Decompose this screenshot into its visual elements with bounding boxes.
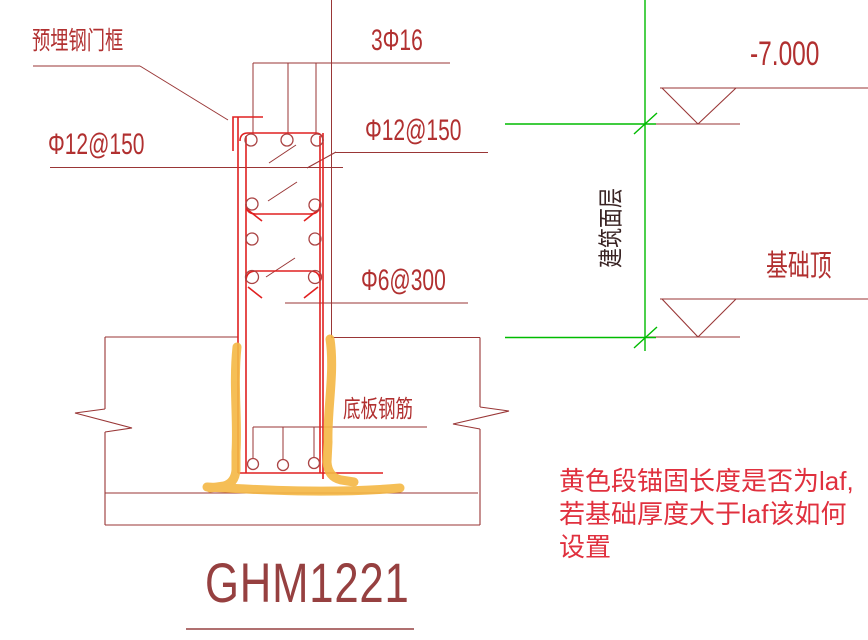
rebar-circle: [308, 198, 322, 212]
rebar-slash-3: [265, 257, 296, 278]
rebar-slash-1: [268, 144, 297, 164]
elevation-top-triangle-left: [661, 87, 699, 125]
break-symbol-left: [74, 408, 133, 433]
elevation-symbol-top: [648, 87, 868, 125]
drawing-title: GHM1221: [205, 551, 410, 614]
datum-lines: [505, 0, 658, 351]
rebar-circle: [245, 232, 259, 246]
column-outline: [232, 116, 383, 479]
rebar-right-leader-tick: [306, 151, 337, 169]
rebar-circle: [245, 197, 259, 211]
label-wall-rebar-left: Φ12@150: [48, 128, 145, 161]
yellow-highlight-anchorage: [202, 334, 405, 496]
rebar-circle: [244, 133, 258, 147]
stirrup-tail-1: [247, 209, 263, 222]
stirrup-hook-lower: [245, 270, 321, 282]
rebar-circle: [308, 232, 322, 246]
label-embedded-door-frame: 预埋钢门框: [32, 27, 124, 55]
question-line-3: 设置: [559, 532, 612, 562]
highlight-right-leg: [322, 334, 359, 487]
label-bottom-slab-rebar: 底板钢筋: [343, 396, 414, 423]
label-floor-finish-layer: 建筑面层: [597, 187, 626, 269]
rebar-circle: [307, 269, 323, 285]
stirrup-tail-2: [303, 209, 319, 222]
highlight-left-leg: [205, 342, 242, 493]
elevation-symbol-bottom: [648, 298, 868, 338]
elevation-bottom-triangle-right: [697, 298, 737, 338]
label-stirrups: Φ6@300: [361, 264, 446, 297]
rebar-circle: [276, 458, 290, 472]
rebar-circle: [244, 269, 260, 285]
rebar-circle: [280, 133, 294, 147]
label-floor-elevation-value: -7.000: [750, 35, 820, 73]
leader-lines: [33, 0, 488, 459]
rebar-circle: [307, 456, 321, 470]
rebar-slash-2: [267, 181, 298, 202]
rebar-circle: [310, 133, 324, 147]
datum-tick-bottom: [633, 326, 658, 349]
elevation-top-triangle-right: [697, 87, 737, 125]
label-top-bars: 3Φ16: [371, 24, 423, 57]
embedded-door-frame-angle: [232, 116, 263, 151]
label-wall-rebar-right: Φ12@150: [365, 114, 462, 147]
question-annotation: 黄色段锚固长度是否为laf, 若基础厚度大于laf该如何 设置: [559, 465, 864, 564]
stirrup-tail-3: [247, 286, 263, 299]
question-line-1: 黄色段锚固长度是否为laf,: [559, 466, 854, 496]
datum-tick-top: [633, 112, 658, 135]
stirrup-tail-4: [303, 286, 319, 299]
foundation-lines: [74, 336, 510, 526]
rebar-circles: [244, 133, 324, 472]
door-frame-leader: [139, 65, 229, 121]
label-foundation-top: 基础顶: [766, 250, 832, 283]
elevation-bottom-triangle-left: [661, 298, 699, 338]
highlight-bottom-run: [202, 482, 405, 496]
rebar-circle: [246, 457, 260, 471]
break-symbol-right: [452, 406, 510, 430]
question-line-2: 若基础厚度大于laf该如何: [559, 499, 847, 529]
